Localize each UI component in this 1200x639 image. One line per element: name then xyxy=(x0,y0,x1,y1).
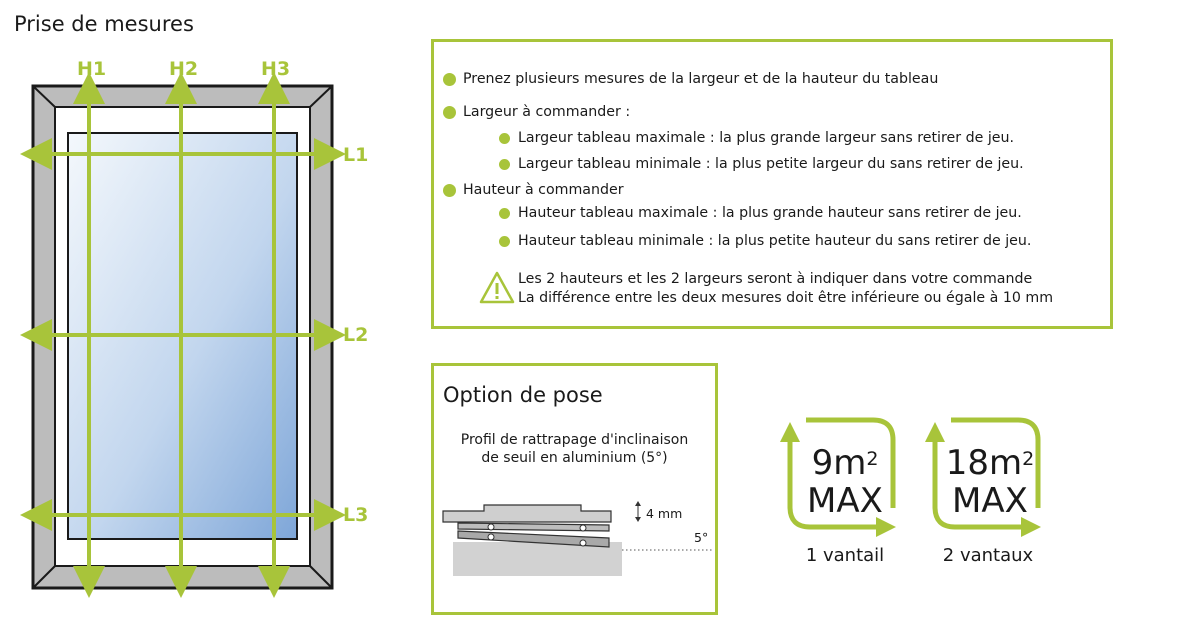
list-item: Hauteur à commander xyxy=(443,182,624,198)
pose-title: Option de pose xyxy=(443,383,603,407)
bullet-icon xyxy=(499,235,510,247)
badge-2-area-value: 18m xyxy=(945,443,1023,483)
badge-2-area: 18m2 xyxy=(930,444,1050,482)
badge-2-caption: 2 vantaux xyxy=(942,545,1034,566)
pose-desc-line-2: de seuil en aluminium (5°) xyxy=(481,450,668,466)
bullet-icon xyxy=(499,207,510,219)
list-item: Largeur tableau maximale : la plus grand… xyxy=(499,130,1014,146)
page-title: Prise de mesures xyxy=(14,12,194,36)
badge-2-max: MAX xyxy=(952,481,1028,521)
label-l2: L2 xyxy=(343,324,369,346)
badge-1-area-exp: 2 xyxy=(866,448,879,470)
list-item-text: Hauteur tableau minimale : la plus petit… xyxy=(518,233,1032,249)
bullet-icon xyxy=(499,158,510,170)
inclined-profile xyxy=(457,530,610,548)
label-l3: L3 xyxy=(343,504,369,526)
pose-option-box: Option de pose Profil de rattrapage d'in… xyxy=(431,363,718,615)
list-item-text: Largeur tableau minimale : la plus petit… xyxy=(518,156,1024,172)
badge-2-area-exp: 2 xyxy=(1022,448,1035,470)
list-item-text: Hauteur à commander xyxy=(463,182,624,198)
badge-2-vantaux xyxy=(925,417,1041,537)
label-h1: H1 xyxy=(77,58,107,80)
instructions-box: Prenez plusieurs mesures de la largeur e… xyxy=(431,39,1113,329)
arrow-up-icon xyxy=(780,422,800,442)
bullet-icon xyxy=(499,132,510,144)
angle-label: 5° xyxy=(694,530,709,545)
list-item: Prenez plusieurs mesures de la largeur e… xyxy=(443,71,938,87)
badge-1-max: MAX xyxy=(807,481,883,521)
pose-desc-line-1: Profil de rattrapage d'inclinaison xyxy=(460,432,689,448)
warning-text: Les 2 hauteurs et les 2 largeurs seront … xyxy=(518,270,1053,308)
profile-illustration xyxy=(442,501,712,576)
bullet-icon xyxy=(443,72,456,86)
badge-1-vantail xyxy=(780,417,896,537)
top-profile xyxy=(442,504,612,523)
warning-line-2: La différence entre les deux mesures doi… xyxy=(518,290,1054,306)
list-item-text: Largeur à commander : xyxy=(463,104,631,120)
badge-1-area: 9m2 xyxy=(790,444,900,482)
list-item-text: Largeur tableau maximale : la plus grand… xyxy=(518,130,1015,146)
list-item: Hauteur tableau maximale : la plus grand… xyxy=(499,205,1022,221)
warning-icon xyxy=(479,271,515,304)
arrow-right-icon xyxy=(1021,517,1041,537)
list-item-text: Hauteur tableau maximale : la plus grand… xyxy=(518,205,1022,221)
arrow-right-icon xyxy=(876,517,896,537)
dimension-label: 4 mm xyxy=(646,506,683,521)
width-arrows xyxy=(20,138,346,531)
warning-line-1: Les 2 hauteurs et les 2 largeurs seront … xyxy=(518,271,1033,287)
bullet-icon xyxy=(443,183,456,197)
middle-profile xyxy=(457,522,610,532)
list-item: Hauteur tableau minimale : la plus petit… xyxy=(499,233,1031,249)
bullet-icon xyxy=(443,105,456,119)
label-l1: L1 xyxy=(343,144,369,166)
arrow-up-icon xyxy=(925,422,945,442)
list-item-text: Prenez plusieurs mesures de la largeur e… xyxy=(463,71,939,87)
window-diagram xyxy=(20,72,346,598)
list-item: Largeur tableau minimale : la plus petit… xyxy=(499,156,1024,172)
sill-block xyxy=(453,542,622,576)
label-h3: H3 xyxy=(261,58,291,80)
badge-1-area-value: 9m xyxy=(811,443,867,483)
badge-1-caption: 1 vantail xyxy=(805,545,885,566)
label-h2: H2 xyxy=(169,58,199,80)
list-item: Largeur à commander : xyxy=(443,104,630,120)
